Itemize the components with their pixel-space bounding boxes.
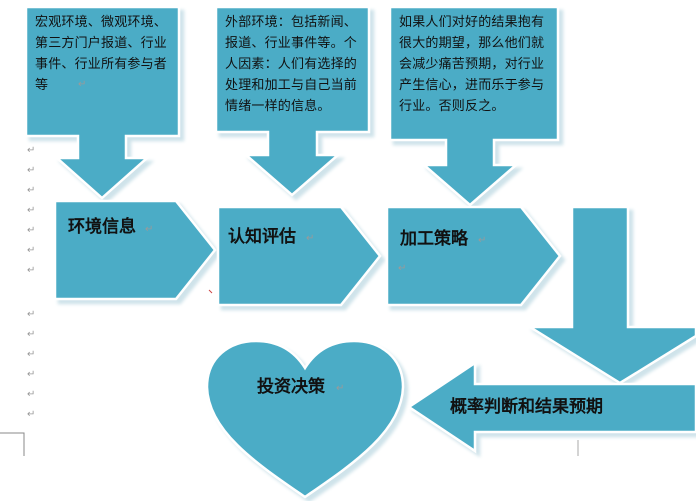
macro-environment-text: 宏观环境、微观环境、第三方门户报道、行业事件、行业所有参与者等 <box>35 15 168 93</box>
label-investment-decision: 投资决策 <box>257 377 325 397</box>
paragraph-mark: ↵ <box>27 225 36 236</box>
paragraph-mark: ↵ <box>478 235 487 246</box>
arrow-left-probability <box>406 360 696 454</box>
paragraph-mark: ↵ <box>27 309 36 320</box>
paragraph-mark: ↵ <box>27 389 36 400</box>
chevron-processing-strategy <box>385 205 562 307</box>
paragraph-mark: ↵ <box>27 409 36 420</box>
heart-investment-decision <box>205 339 405 499</box>
label-cognitive-eval: 认知评估 <box>228 227 296 247</box>
arrow-down-right <box>525 205 696 385</box>
paragraph-mark: ↵ <box>306 233 315 244</box>
label-processing-strategy: 加工策略 <box>400 229 468 249</box>
label-probability-judgment: 概率判断和结果预期 <box>450 397 603 417</box>
label-environment-info: 环境信息 <box>68 217 136 237</box>
expectation-text: 如果人们对好的结果抱有很大的期望，那么他们就会减少痛苦预期，对行业产生信心，进而… <box>399 15 545 114</box>
paragraph-mark: ↵ <box>145 224 154 235</box>
page-corner-mark-mid <box>208 289 213 294</box>
page-corner-mark-left <box>0 432 25 456</box>
paragraph-mark: ↵ <box>27 165 36 176</box>
paragraph-mark: ↵ <box>398 263 407 274</box>
paragraph-mark: ↵ <box>27 185 36 196</box>
chevron-environment-info <box>53 199 217 301</box>
callout-cognitive-factors <box>214 5 371 197</box>
callout-expectation <box>388 5 560 207</box>
paragraph-mark: ↵ <box>27 369 36 380</box>
cognitive-factors-text: 外部环境：包括新闻、报道、行业事件等。个人因素：人们有选择的处理和加工与自己当前… <box>225 15 358 114</box>
paragraph-mark: ↵ <box>27 329 36 340</box>
paragraph-mark: ↵ <box>27 245 36 256</box>
paragraph-mark: ↵ <box>27 205 36 216</box>
paragraph-mark: ↵ <box>78 79 87 90</box>
paragraph-mark: ↵ <box>27 145 36 156</box>
chevron-cognitive-eval <box>216 205 382 307</box>
paragraph-mark: ↵ <box>336 383 345 394</box>
callout-macro-environment <box>24 5 181 200</box>
paragraph-mark: ↵ <box>27 265 36 276</box>
paragraph-mark: ↵ <box>27 349 36 360</box>
